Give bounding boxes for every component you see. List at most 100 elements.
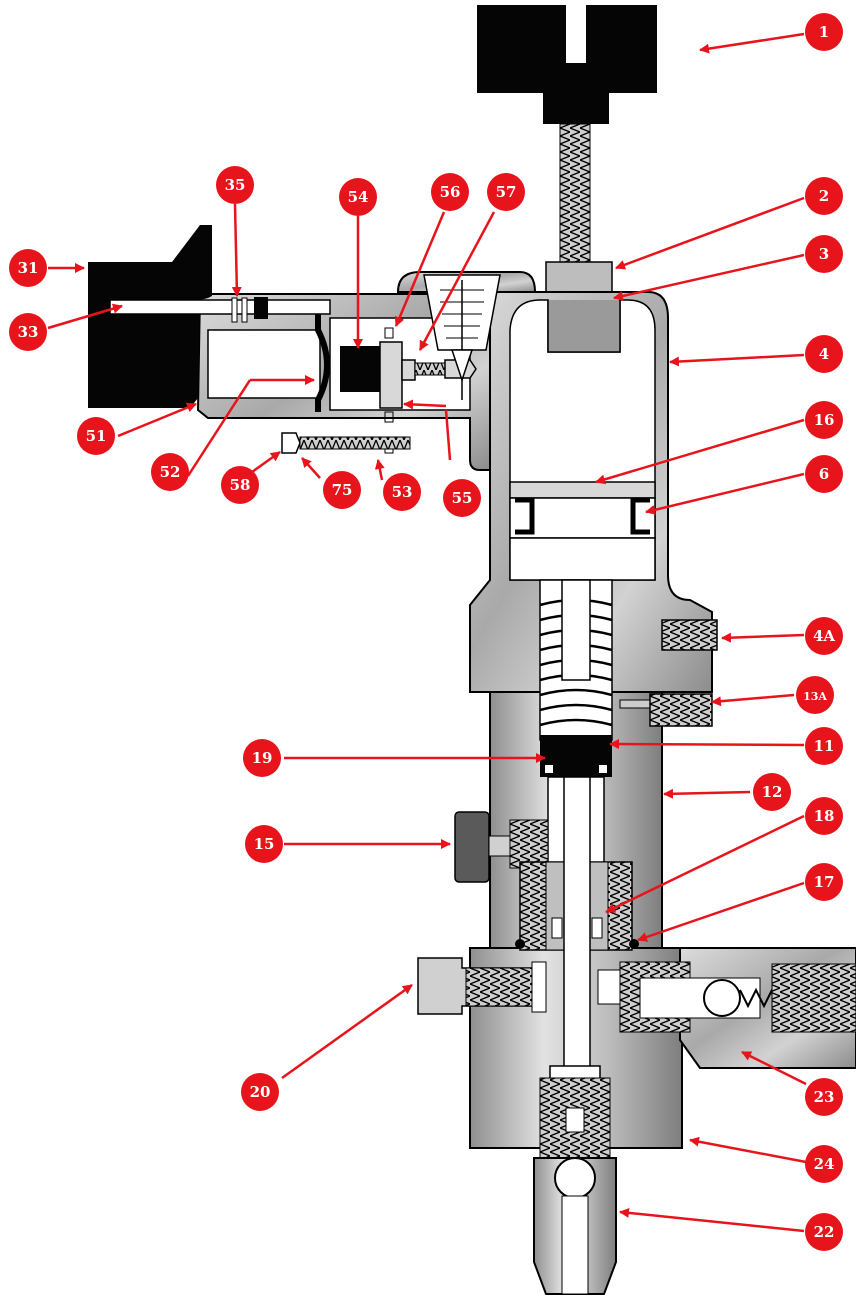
callout-label: 6 bbox=[819, 465, 829, 483]
callout-1: 1 bbox=[805, 13, 843, 51]
callout-badge-circle bbox=[805, 1078, 843, 1116]
callout-label: 58 bbox=[230, 476, 251, 494]
callout-label: 15 bbox=[254, 835, 275, 853]
control-handwheel bbox=[88, 225, 331, 408]
leader-53 bbox=[374, 459, 385, 481]
callout-label: 16 bbox=[814, 411, 835, 429]
callout-label: 22 bbox=[814, 1223, 835, 1241]
leader-35 bbox=[231, 203, 242, 297]
callout-badge-circle bbox=[339, 178, 377, 216]
callout-badge-circle bbox=[245, 825, 283, 863]
callout-label: 20 bbox=[250, 1083, 271, 1101]
callout-label: 11 bbox=[814, 737, 835, 755]
callout-31: 31 bbox=[9, 249, 47, 287]
callout-15: 15 bbox=[245, 825, 283, 863]
callout-23: 23 bbox=[805, 1078, 843, 1116]
callout-label: 35 bbox=[225, 176, 246, 194]
callout-badge-circle bbox=[383, 473, 421, 511]
callout-22: 22 bbox=[805, 1213, 843, 1251]
callout-75: 75 bbox=[323, 471, 361, 509]
callout-11: 11 bbox=[805, 727, 843, 765]
callout-3: 3 bbox=[805, 235, 843, 273]
callout-label: 12 bbox=[762, 783, 783, 801]
callout-53: 53 bbox=[383, 473, 421, 511]
callout-52: 52 bbox=[151, 453, 189, 491]
leader-55b bbox=[403, 399, 447, 410]
callout-label: 54 bbox=[348, 188, 369, 206]
leader-75 bbox=[301, 457, 321, 479]
leader-24 bbox=[689, 1136, 807, 1164]
callout-badge-circle bbox=[9, 249, 47, 287]
callout-label: 17 bbox=[814, 873, 835, 891]
callout-57: 57 bbox=[487, 173, 525, 211]
leader-16 bbox=[595, 418, 805, 485]
leader-58 bbox=[251, 450, 281, 474]
callout-badge-circle bbox=[805, 455, 843, 493]
callout-13A: 13A bbox=[796, 676, 834, 714]
callout-label: 1 bbox=[819, 23, 829, 41]
callout-badge-circle bbox=[221, 466, 259, 504]
adjusting-knob bbox=[477, 5, 657, 124]
callout-51: 51 bbox=[77, 417, 115, 455]
callout-label: 55 bbox=[452, 489, 473, 507]
leader-18 bbox=[605, 814, 805, 914]
leader-23 bbox=[741, 1050, 807, 1086]
leader-33 bbox=[47, 303, 123, 330]
callout-badges: 12341664A13A1112181723242220151931333554… bbox=[9, 13, 843, 1251]
callout-badge-circle bbox=[805, 727, 843, 765]
lock-nut bbox=[545, 261, 613, 293]
leader-lines bbox=[47, 32, 807, 1233]
callout-label: 13A bbox=[803, 690, 827, 703]
callout-badge-circle bbox=[805, 1145, 843, 1183]
valve-stem bbox=[563, 776, 591, 1108]
leader-51 bbox=[117, 402, 197, 438]
callout-badge-circle bbox=[241, 1073, 279, 1111]
leader-4A bbox=[721, 632, 805, 643]
leader-56 bbox=[394, 211, 446, 327]
callout-badge-circle bbox=[243, 739, 281, 777]
callout-badge-circle bbox=[805, 335, 843, 373]
callout-badge-circle bbox=[805, 13, 843, 51]
callout-badge-circle bbox=[151, 453, 189, 491]
callout-label: 53 bbox=[392, 483, 413, 501]
callout-label: 75 bbox=[332, 481, 353, 499]
leader-57 bbox=[418, 211, 496, 351]
callout-label: 33 bbox=[18, 323, 39, 341]
callout-badge-circle bbox=[796, 676, 834, 714]
leader-20 bbox=[281, 983, 413, 1080]
leader-4 bbox=[669, 353, 805, 367]
callout-label: 4A bbox=[813, 627, 835, 645]
callout-6: 6 bbox=[805, 455, 843, 493]
callout-label: 31 bbox=[18, 259, 39, 277]
callout-55: 55 bbox=[443, 479, 481, 517]
callout-badge-circle bbox=[431, 173, 469, 211]
callout-label: 3 bbox=[819, 245, 829, 263]
callout-label: 23 bbox=[814, 1088, 835, 1106]
callout-18: 18 bbox=[805, 797, 843, 835]
callout-badge-circle bbox=[753, 773, 791, 811]
callout-54: 54 bbox=[339, 178, 377, 216]
callout-56: 56 bbox=[431, 173, 469, 211]
callout-label: 4 bbox=[819, 345, 829, 363]
callout-badge-circle bbox=[805, 177, 843, 215]
callout-33: 33 bbox=[9, 313, 47, 351]
callout-badge-circle bbox=[805, 617, 843, 655]
callout-label: 51 bbox=[86, 427, 107, 445]
leader-55 bbox=[444, 409, 452, 461]
diagram-drawing bbox=[88, 5, 856, 1295]
leader-12 bbox=[663, 788, 751, 799]
callout-badge-circle bbox=[487, 173, 525, 211]
leader-17 bbox=[637, 881, 805, 942]
leader-6 bbox=[645, 472, 805, 515]
callout-58: 58 bbox=[221, 466, 259, 504]
callout-4: 4 bbox=[805, 335, 843, 373]
leader-3 bbox=[613, 253, 805, 301]
dome-housing bbox=[196, 271, 537, 471]
callout-16: 16 bbox=[805, 401, 843, 439]
callout-35: 35 bbox=[216, 166, 254, 204]
callout-badge-circle bbox=[9, 313, 47, 351]
leader-52 bbox=[186, 379, 252, 477]
callout-4A: 4A bbox=[805, 617, 843, 655]
callout-24: 24 bbox=[805, 1145, 843, 1183]
